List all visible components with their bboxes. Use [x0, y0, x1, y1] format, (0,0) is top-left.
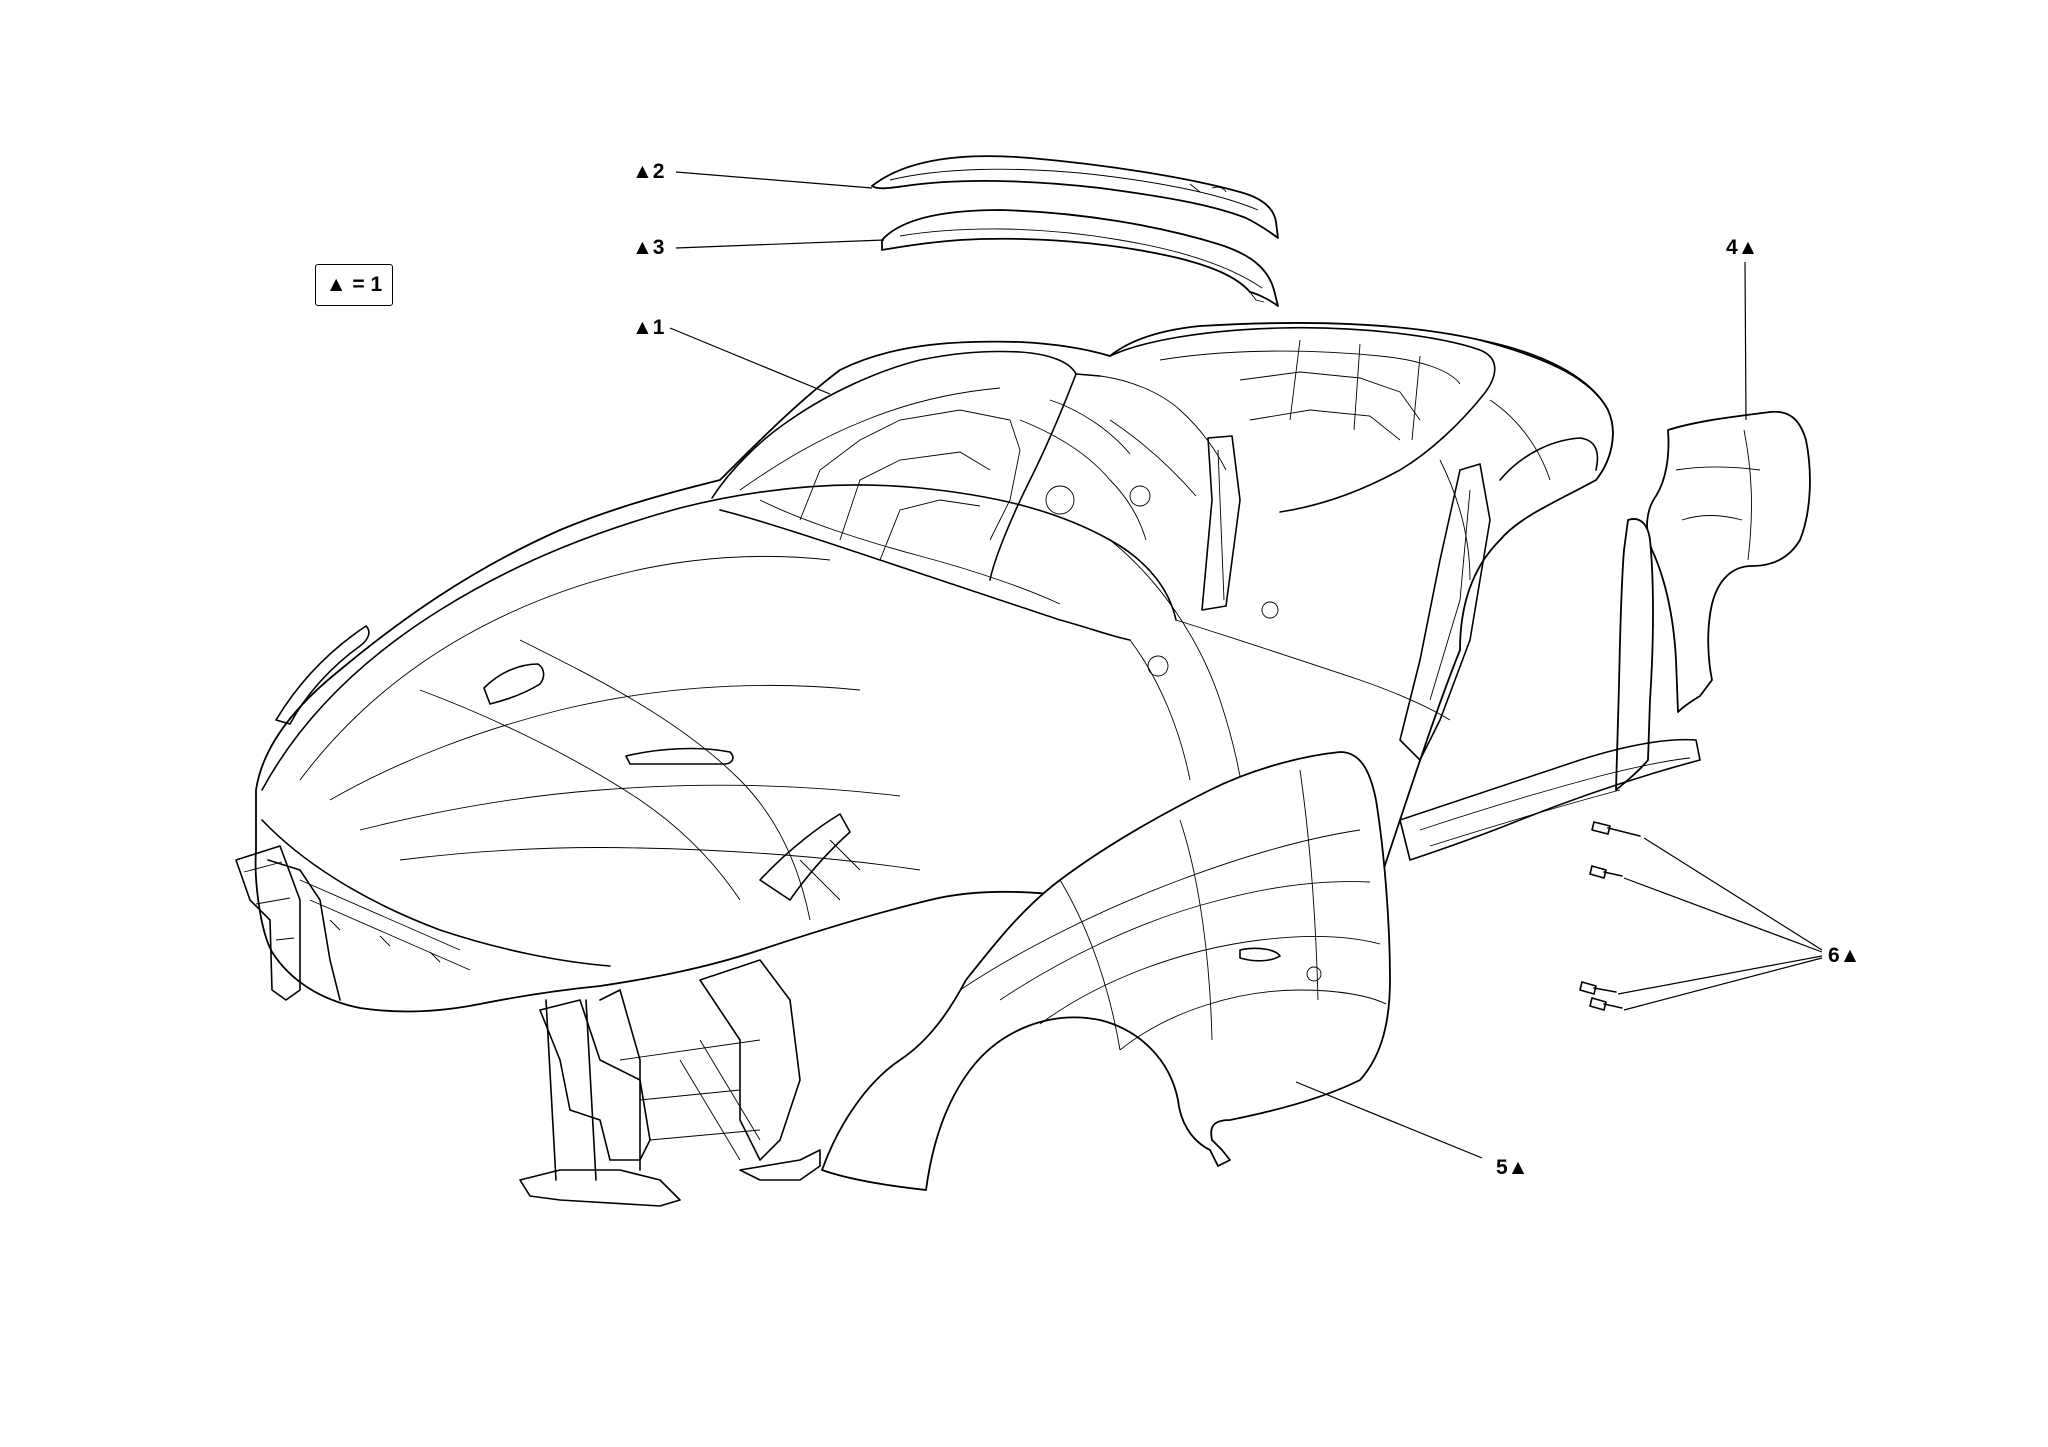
bolt [1579, 981, 1617, 995]
part-5-front-fender [821, 751, 1391, 1191]
callout-6: 6▲ [1828, 944, 1860, 967]
part-3-windscreen-lower-trim [881, 209, 1279, 307]
callout-1: ▲1 [632, 316, 665, 339]
part-2-windscreen-upper-trim [871, 155, 1279, 239]
leader-4 [1744, 261, 1747, 421]
leader-6c [1617, 955, 1823, 995]
bolt [1589, 865, 1623, 879]
bolt [1591, 821, 1641, 837]
callout-4: 4▲ [1726, 236, 1758, 259]
leader-2 [675, 171, 873, 189]
leader-6d [1623, 957, 1823, 1011]
legend-text: ▲ = 1 [325, 273, 383, 296]
bolt [1589, 997, 1623, 1011]
leader-lines [669, 171, 1823, 1159]
callouts: ▲2 ▲3 ▲1 4▲ 5▲ 6▲ [632, 160, 1860, 1179]
leader-3 [675, 239, 885, 249]
leader-6b [1623, 877, 1823, 953]
callout-2: ▲2 [632, 160, 664, 183]
callout-3: ▲3 [632, 236, 664, 259]
leader-5 [1295, 1081, 1483, 1159]
callout-5: 5▲ [1496, 1156, 1528, 1179]
leader-6a [1643, 837, 1823, 951]
part-4-rear-quarter-panel [1615, 410, 1811, 791]
part-6-bolts [1579, 821, 1641, 1011]
legend-box: ▲ = 1 [315, 264, 393, 306]
leader-1 [669, 327, 831, 395]
